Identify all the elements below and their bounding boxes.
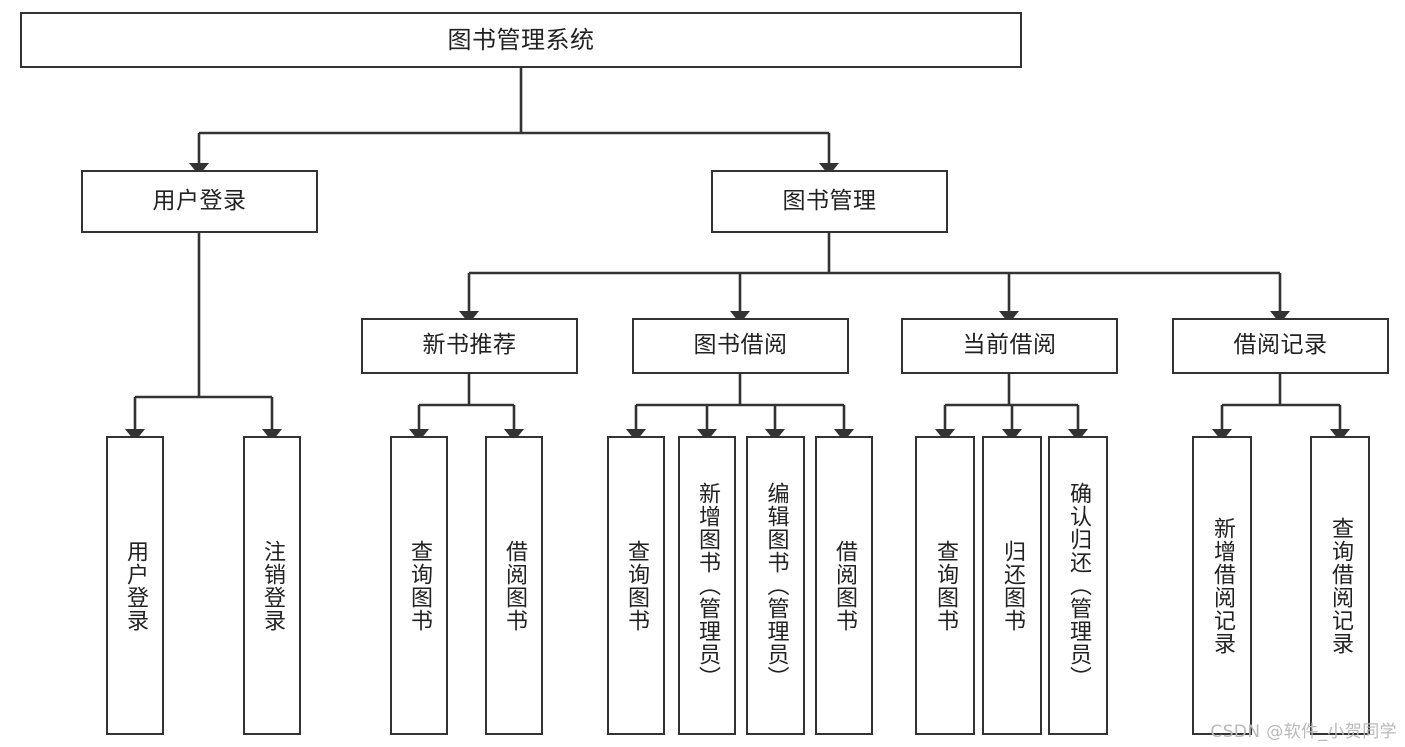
node-book-manage-label: 图书管理 xyxy=(782,187,877,214)
node-leaf-logout[interactable]: 注销登录 xyxy=(243,436,301,735)
node-leaf-user-login[interactable]: 用户登录 xyxy=(106,436,164,735)
node-leaf-add-book[interactable]: 新增图书（管理员） xyxy=(678,436,736,735)
node-leaf-add-book-label: 新增图书（管理员） xyxy=(694,482,720,689)
node-leaf-confirm-return[interactable]: 确认归还（管理员） xyxy=(1048,436,1108,735)
node-leaf-edit-book[interactable]: 编辑图书（管理员） xyxy=(746,436,805,735)
node-new-book-recommend-label: 新书推荐 xyxy=(422,332,517,359)
node-leaf-add-record[interactable]: 新增借阅记录 xyxy=(1192,436,1252,735)
node-borrow-record[interactable]: 借阅记录 xyxy=(1172,318,1389,374)
node-current-borrow-label: 当前借阅 xyxy=(962,332,1057,359)
csdn-watermark: CSDN @软件_小贺同学 xyxy=(1210,722,1397,742)
node-user-login[interactable]: 用户登录 xyxy=(81,170,318,233)
node-leaf-borrow-book-2-label: 借阅图书 xyxy=(831,539,857,632)
node-leaf-query-book-2-label: 查询图书 xyxy=(623,539,649,632)
node-leaf-borrow-book-2[interactable]: 借阅图书 xyxy=(815,436,873,735)
node-leaf-query-book-2[interactable]: 查询图书 xyxy=(607,436,665,735)
node-leaf-borrow-book-1[interactable]: 借阅图书 xyxy=(485,436,543,735)
node-leaf-borrow-book-1-label: 借阅图书 xyxy=(501,539,527,632)
node-leaf-return-book[interactable]: 归还图书 xyxy=(982,436,1042,735)
node-leaf-query-book-3[interactable]: 查询图书 xyxy=(915,436,975,735)
node-leaf-query-book-1[interactable]: 查询图书 xyxy=(390,436,448,735)
node-root-system[interactable]: 图书管理系统 xyxy=(20,12,1022,68)
node-leaf-query-record-label: 查询借阅记录 xyxy=(1327,516,1353,655)
node-book-borrow-label: 图书借阅 xyxy=(693,332,788,359)
node-leaf-confirm-return-label: 确认归还（管理员） xyxy=(1065,482,1091,689)
node-book-manage[interactable]: 图书管理 xyxy=(711,170,948,233)
node-leaf-add-record-label: 新增借阅记录 xyxy=(1209,516,1235,655)
node-leaf-return-book-label: 归还图书 xyxy=(999,539,1025,632)
node-leaf-query-record[interactable]: 查询借阅记录 xyxy=(1310,436,1370,735)
node-current-borrow[interactable]: 当前借阅 xyxy=(901,318,1118,374)
node-user-login-label: 用户登录 xyxy=(152,187,247,214)
node-borrow-record-label: 借阅记录 xyxy=(1233,332,1328,359)
node-leaf-user-login-label: 用户登录 xyxy=(122,539,148,632)
node-leaf-edit-book-label: 编辑图书（管理员） xyxy=(763,482,789,689)
node-book-borrow[interactable]: 图书借阅 xyxy=(632,318,849,374)
node-leaf-query-book-3-label: 查询图书 xyxy=(932,539,958,632)
node-leaf-logout-label: 注销登录 xyxy=(259,539,285,632)
node-leaf-query-book-1-label: 查询图书 xyxy=(406,539,432,632)
node-new-book-recommend[interactable]: 新书推荐 xyxy=(361,318,578,374)
node-root-system-label: 图书管理系统 xyxy=(447,25,595,54)
